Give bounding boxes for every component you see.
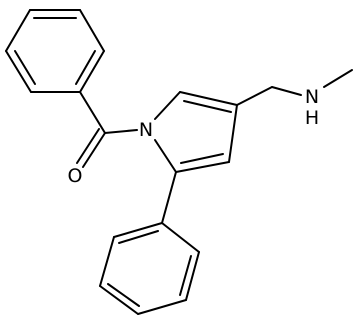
inner-double-bond: [107, 283, 140, 307]
bond: [79, 50, 105, 93]
bond: [179, 91, 238, 106]
carbonyl-double-bond: [82, 132, 106, 168]
bond: [185, 251, 200, 301]
inner-double-bond: [75, 50, 96, 85]
carbonyl-double-bond: [76, 128, 100, 164]
inner-double-bond: [118, 230, 159, 244]
pyrrole-nitrogen-label: N: [139, 119, 153, 141]
bond: [79, 9, 105, 52]
bond: [154, 139, 177, 173]
bond: [113, 222, 163, 238]
bond-carbonyl-to-n: [104, 129, 138, 134]
bond: [161, 222, 200, 253]
bond: [5, 9, 31, 52]
bond: [5, 50, 32, 93]
bond: [99, 285, 139, 315]
amine-nitrogen-label: N: [305, 86, 319, 108]
inner-double-bond: [180, 153, 224, 164]
bond: [99, 236, 115, 287]
bond-ring-to-ch2: [236, 86, 273, 106]
benzoyl-phenyl-ring: [5, 9, 105, 93]
bond: [154, 91, 181, 120]
pyrrole-ring: [154, 91, 238, 173]
bond: [137, 299, 187, 315]
inner-double-bond: [14, 50, 36, 85]
carbonyl-oxygen-label: O: [68, 165, 83, 187]
bond-nh-to-methyl: [323, 69, 353, 88]
phenyl-ring: [99, 222, 200, 315]
bond-ring-to-carbonyl: [79, 91, 106, 134]
bond: [175, 161, 230, 173]
bond-ch2-to-nh: [271, 86, 302, 96]
inner-double-bond: [179, 255, 192, 296]
bond: [228, 104, 238, 163]
inner-double-bond: [183, 100, 232, 113]
bond-pyrrole-to-phenyl: [161, 171, 177, 224]
amine-hydrogen-label: H: [305, 107, 319, 129]
